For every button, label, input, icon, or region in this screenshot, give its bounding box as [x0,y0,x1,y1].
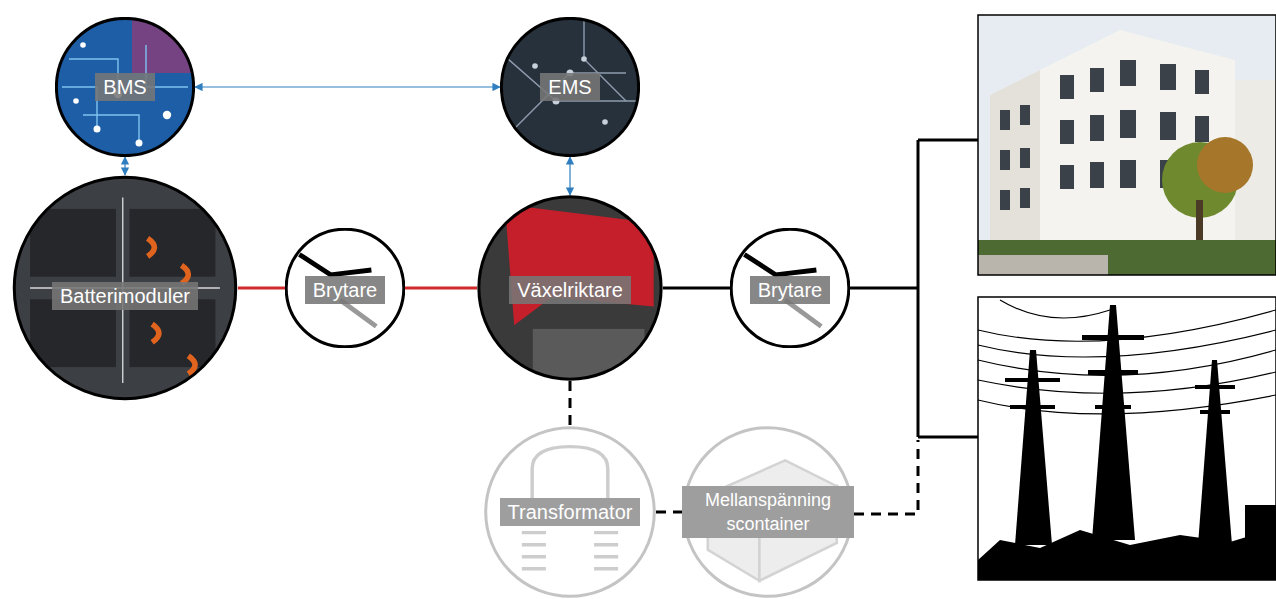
connector [656,511,682,514]
building-photo [978,15,1276,275]
connector [238,287,285,290]
node-label: Brytare [750,276,830,304]
power-grid-photo [978,297,1276,580]
connector [124,157,125,175]
node-label: Batterimoduler [52,282,198,310]
ems-circle: EMS [500,17,640,157]
node-label: BMS [95,73,154,101]
node-label: Växelriktare [509,276,631,304]
node-label: Brytare [305,276,385,304]
connector [569,381,572,426]
connector [569,157,570,195]
node-label: EMS [540,73,599,101]
inverter-circle: Växelriktare [477,195,663,381]
breaker-circle: Brytare [730,228,850,348]
node-label: Mellanspänning scontainer [682,486,854,538]
breaker-circle: Brytare [285,228,405,348]
bms-circle: BMS [55,17,195,157]
connector [405,287,477,290]
node-label: Transformator [500,498,641,526]
battery-circle: Batterimoduler [12,175,238,401]
container-circle: Mellanspänning scontainer [682,426,854,598]
connector [195,86,500,87]
connector [663,287,730,290]
transformer-circle: Transformator [484,426,656,598]
